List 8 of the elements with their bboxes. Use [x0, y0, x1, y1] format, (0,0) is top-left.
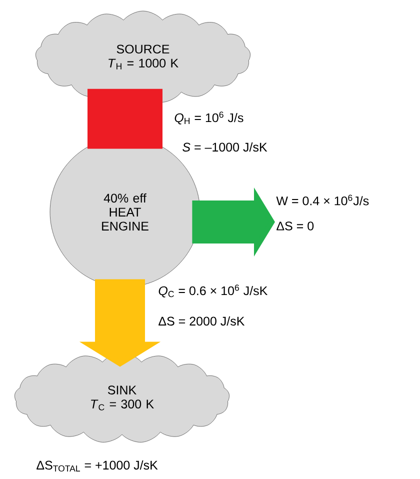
quantity-label: Q$_{H}$ = 10$^{6}$ J/s — [174, 112, 244, 124]
cloud: SINK T$_{C}$ = 300 K — [14, 352, 230, 442]
quantity-label: Q$_{C}$ = 0.6 × 10$^{6}$ J/sK — [158, 284, 268, 298]
quantity-label: ΔS = 0 — [276, 222, 314, 230]
quantity-label: ΔS$_{TOTAL}$ = +1000 J/sK — [36, 460, 158, 472]
quantity-label: W = 0.4 × 10$^{6}$J/s — [276, 194, 369, 206]
quantity-label: ΔS = 2000 J/sK — [158, 316, 245, 326]
cloud: SOURCE T$_{H}$ = 1000 K — [36, 10, 250, 102]
